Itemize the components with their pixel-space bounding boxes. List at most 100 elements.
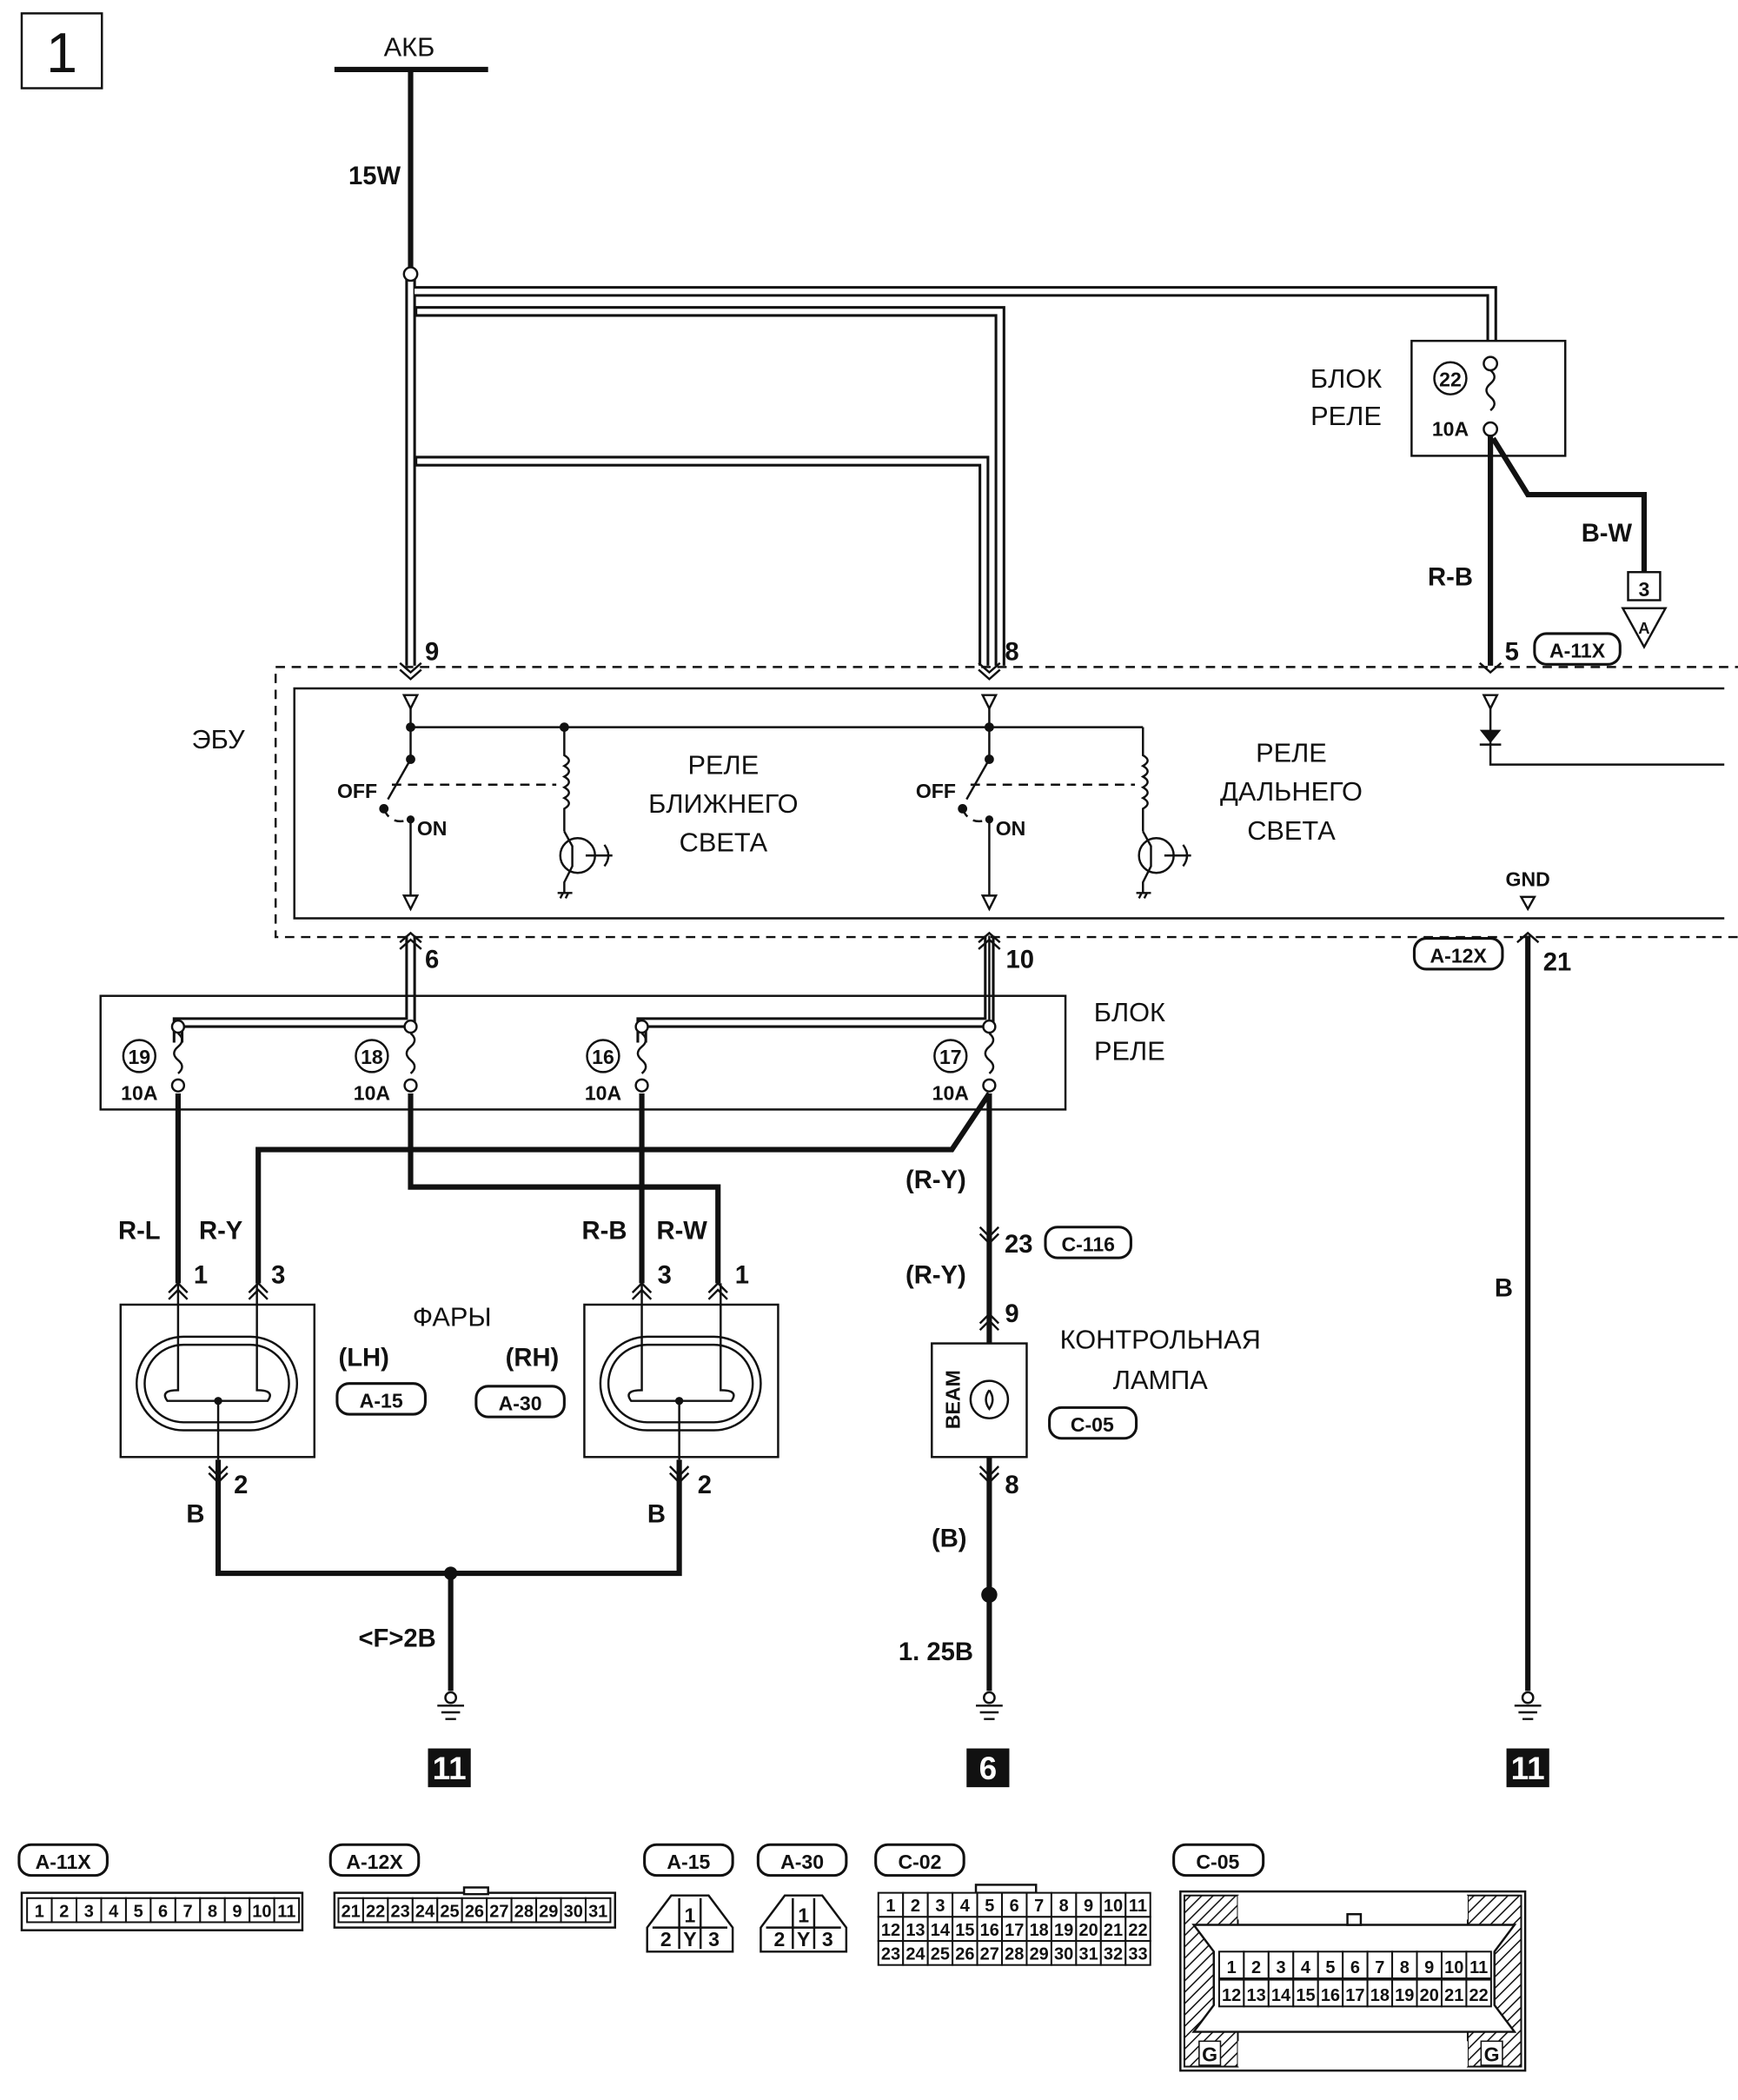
- pin-number: 1: [685, 1904, 696, 1926]
- indicator-ground-wire: 1. 25B: [899, 1638, 973, 1666]
- pin-number: 14: [931, 1921, 950, 1940]
- fuse-rating: 10A: [932, 1082, 970, 1105]
- pipe-harness: [172, 274, 1497, 1043]
- a12x-pin: 28: [510, 1897, 538, 1924]
- c05-pin: 2: [1243, 1950, 1270, 1980]
- c02-pin: 5: [976, 1891, 1004, 1918]
- a30-view-label: A-30: [780, 1851, 824, 1873]
- pin-number: 13: [905, 1921, 925, 1940]
- pin-number: 6: [158, 1902, 168, 1921]
- indicator-title-2: ЛАМПА: [1113, 1365, 1208, 1395]
- ground-point-label: 11: [433, 1751, 467, 1786]
- c02-pin: 4: [952, 1891, 978, 1918]
- c05-pin: 17: [1342, 1978, 1369, 2008]
- c05-guide-left: [1198, 2040, 1222, 2066]
- pin-number: 28: [514, 1902, 534, 1921]
- a11x-pin: 3: [76, 1897, 103, 1924]
- rh-pin-1: 1: [735, 1261, 749, 1289]
- fuse-number: 16: [592, 1046, 614, 1068]
- c02-view-label: C-02: [898, 1851, 941, 1873]
- fuse-icon: [984, 1032, 995, 1074]
- c02-pin: 28: [1001, 1939, 1028, 1966]
- lh-pin-3: 3: [271, 1261, 285, 1289]
- lh-pin-2: 2: [234, 1472, 248, 1499]
- fuse-rating: 10A: [121, 1082, 158, 1105]
- pin-number: 11: [277, 1902, 295, 1921]
- pin-number: 4: [1301, 1958, 1310, 1977]
- relay-box-top-label-1: БЛОК: [1310, 363, 1382, 394]
- c02-latch: [974, 1884, 1038, 1894]
- pin-number: 2: [59, 1902, 69, 1921]
- relay-box-top-label-2: РЕЛЕ: [1310, 401, 1382, 431]
- sheet-number-text: 1: [46, 22, 77, 84]
- c05-pin: 4: [1292, 1950, 1319, 1980]
- c02-pin: 24: [902, 1939, 929, 1966]
- connector-c116-tag: C-116: [1061, 1233, 1115, 1255]
- pin-number: 29: [539, 1902, 558, 1921]
- c02-pin: 1: [877, 1891, 905, 1918]
- c05-pin: 9: [1416, 1950, 1443, 1980]
- c05-pin: 5: [1317, 1950, 1344, 1980]
- c02-pin: 9: [1075, 1891, 1102, 1918]
- pin-number: 6: [1010, 1897, 1019, 1916]
- c02-pin: 15: [952, 1916, 978, 1942]
- lh-pin-1: 1: [194, 1261, 208, 1289]
- pin-fork-icons: [168, 1226, 1000, 1485]
- lh-side-label: (LH): [338, 1345, 388, 1372]
- pin-number: 16: [980, 1921, 999, 1940]
- indicator-wire-mid: (R-Y): [905, 1261, 966, 1289]
- c05-pin: 7: [1366, 1950, 1394, 1980]
- fuse-rating: 10A: [585, 1082, 622, 1105]
- fuse-16: 16 10A: [585, 1019, 649, 1105]
- c02-pin: 27: [976, 1939, 1004, 1966]
- low-beam-relay-label-3: СВЕТА: [680, 827, 768, 858]
- pin-number: 8: [1400, 1958, 1410, 1977]
- c02-pin: 30: [1050, 1939, 1078, 1966]
- c02-pin: 12: [877, 1916, 905, 1942]
- a11x-pin: 7: [174, 1897, 202, 1924]
- ecu: ЭБУ 9 8 5 A-11X: [191, 632, 1738, 1023]
- high-beam-relay-label-3: СВЕТА: [1247, 815, 1336, 846]
- a11x-pin: 5: [124, 1897, 152, 1924]
- c05-pin: 11: [1465, 1950, 1492, 1980]
- fuse-22-number: 22: [1439, 368, 1462, 390]
- indicator-pin-9: 9: [1005, 1300, 1018, 1328]
- c02-pin: 8: [1050, 1891, 1078, 1918]
- pin-number: 18: [1370, 1986, 1390, 2005]
- relay-box-top: БЛОК РЕЛЕ 22 10A: [1310, 339, 1567, 457]
- pin-number: 3: [1276, 1958, 1285, 1977]
- c02-pin: 13: [902, 1916, 929, 1942]
- c02-pin: 32: [1099, 1939, 1127, 1966]
- pin-number: 2: [660, 1928, 672, 1950]
- pin-number: 8: [1059, 1897, 1069, 1916]
- high-beam-relay: OFF ON РЕЛЕ ДАЛЬНЕГО СВЕТА: [916, 694, 1363, 912]
- c05-pin: 12: [1217, 1978, 1245, 2008]
- fuse-number-circle: [933, 1039, 968, 1073]
- pin-number: 9: [232, 1902, 242, 1921]
- pin-number: 9: [1424, 1958, 1434, 1977]
- ecu-pin-8: 8: [1005, 639, 1018, 667]
- a12x-pin: 23: [387, 1897, 414, 1924]
- pin-number: 13: [1246, 1986, 1265, 2005]
- pin-number: 2: [911, 1897, 920, 1916]
- pin-number: 10: [1444, 1958, 1463, 1977]
- headlamp-ground-label: <F>2B: [358, 1625, 435, 1653]
- pin-number: 4: [960, 1897, 970, 1916]
- pin-number: 19: [1054, 1921, 1073, 1940]
- guide-label: G: [1484, 2043, 1500, 2065]
- ground-icon: [1136, 892, 1151, 900]
- pin-number: 5: [134, 1902, 143, 1921]
- fuse-icon: [173, 1032, 183, 1074]
- pin-number: 30: [1054, 1945, 1073, 1964]
- wire-r-b-label: R-B: [582, 1218, 627, 1246]
- pin-number: 23: [390, 1902, 409, 1921]
- c02-pin: 22: [1124, 1916, 1151, 1942]
- ecu-pin-9: 9: [425, 639, 439, 667]
- pin-number: 24: [905, 1945, 925, 1964]
- gnd-terminal-icon: [1519, 895, 1536, 912]
- pin-number: 22: [1128, 1921, 1147, 1940]
- pin-number: 7: [183, 1902, 193, 1921]
- pin-number: 26: [465, 1902, 484, 1921]
- a11x-pin: 4: [100, 1897, 127, 1924]
- pin-number: 21: [342, 1902, 361, 1921]
